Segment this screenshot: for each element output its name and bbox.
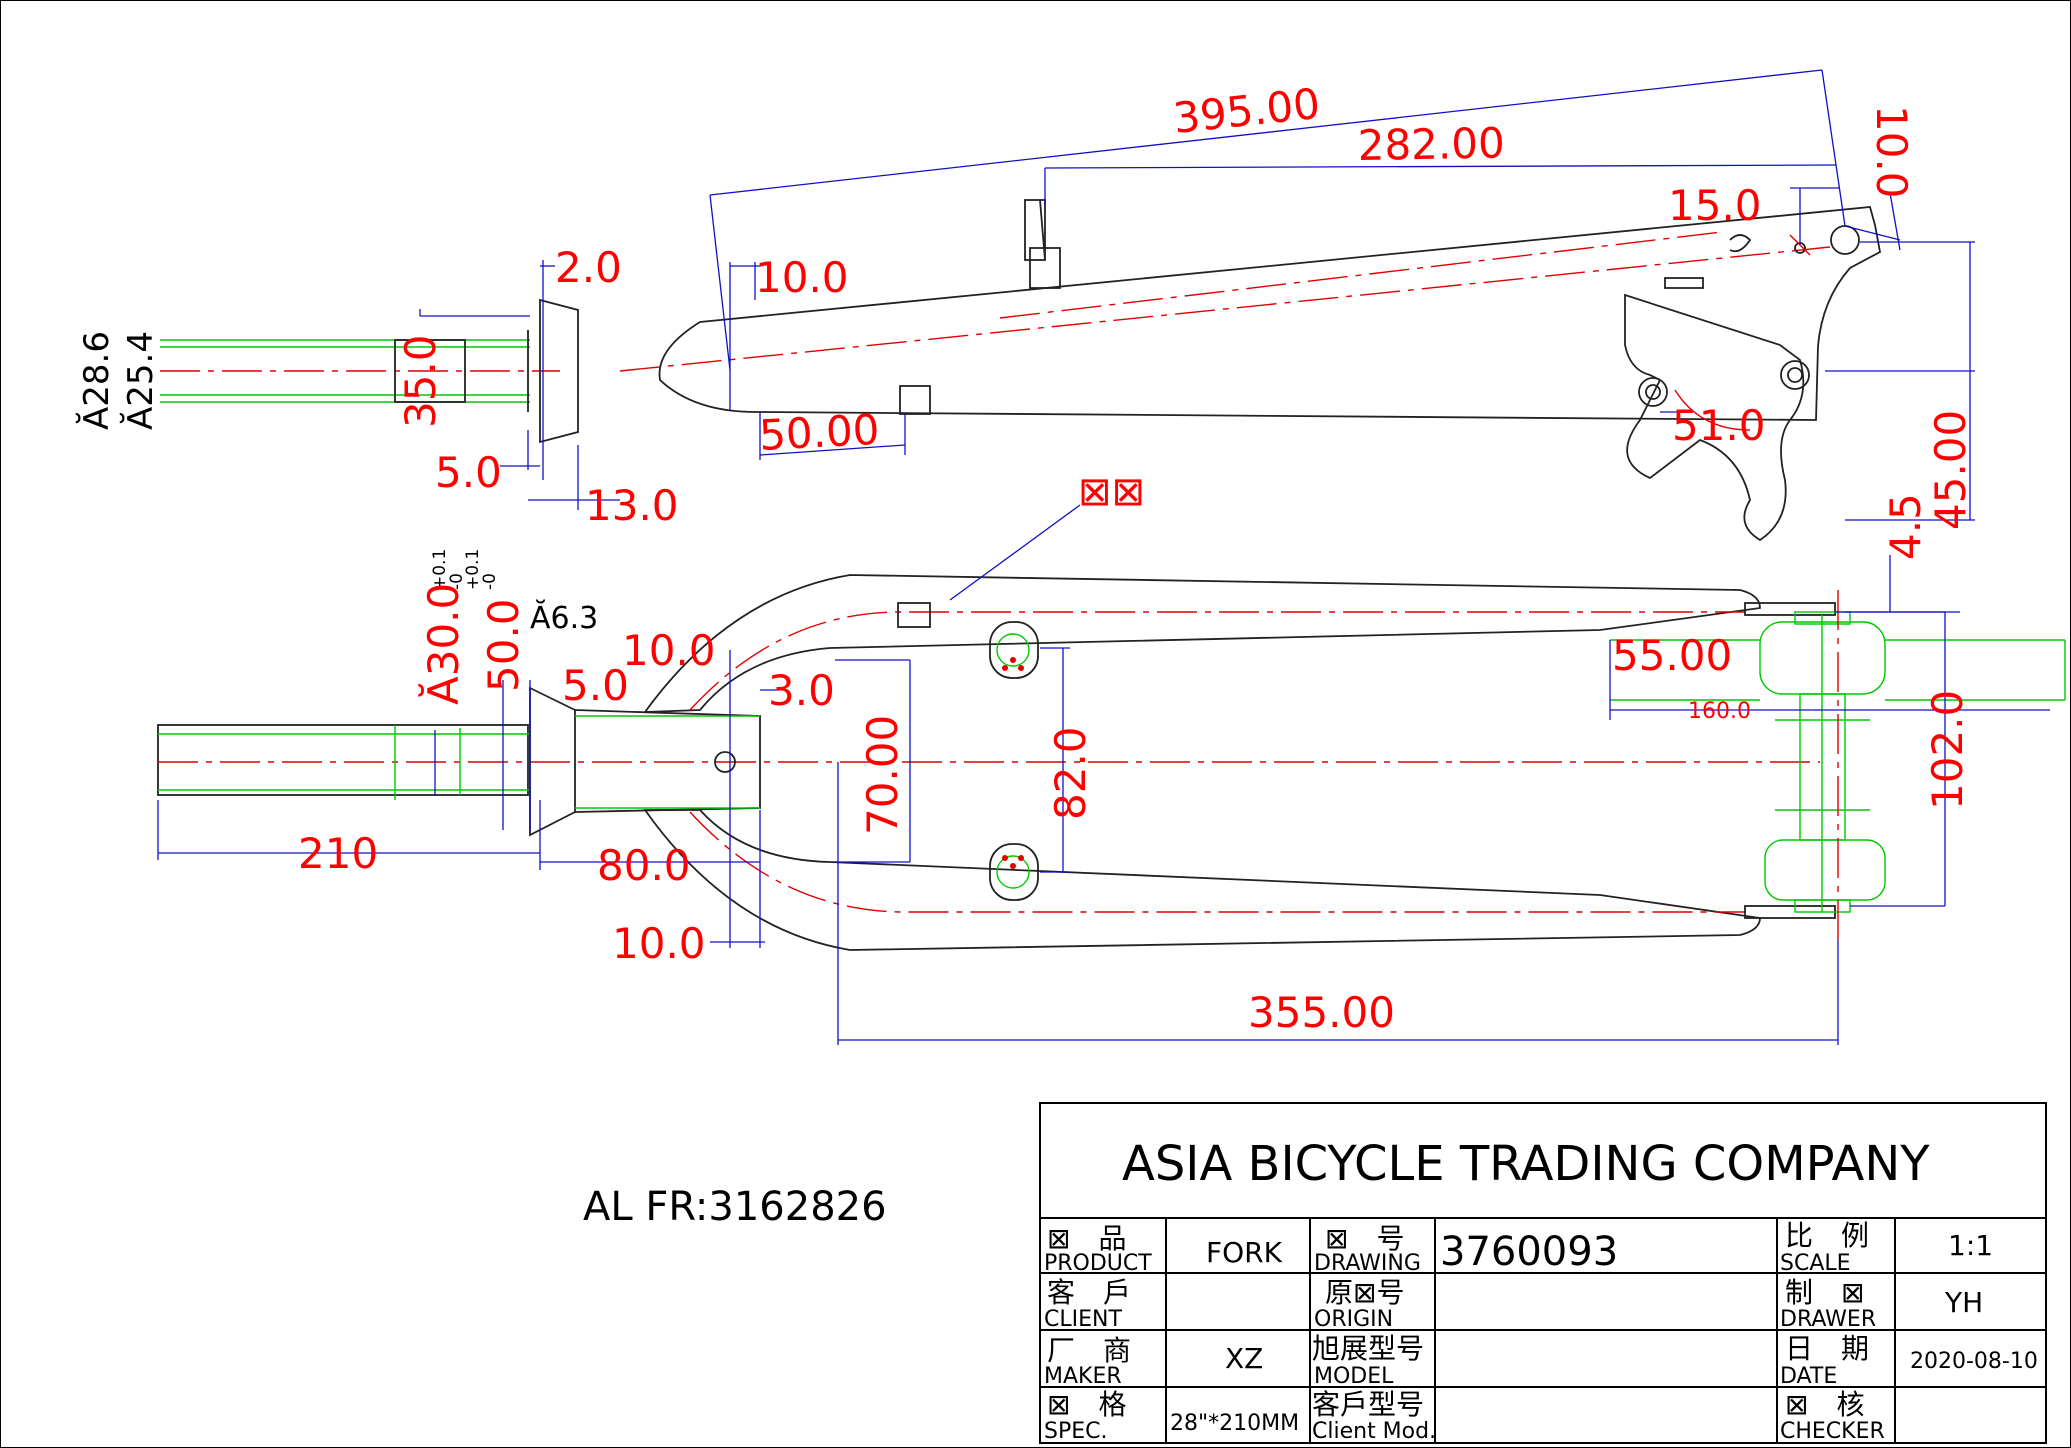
- label-spec-cn: ⊠ 格: [1047, 1388, 1126, 1421]
- dim-5-b: 5.0: [562, 661, 629, 710]
- dim-15: 15.0: [1668, 181, 1762, 230]
- dim-10-c: 10.0: [612, 919, 706, 968]
- dim-10-top: 10.0: [1867, 105, 1916, 199]
- tol-c: +0.1: [463, 549, 483, 590]
- dim-2: 2.0: [555, 243, 622, 292]
- dim-50-00: 50.00: [758, 405, 881, 460]
- label-drawer-en: DRAWER: [1780, 1307, 1876, 1332]
- dia-6-3: Ă6.3: [530, 599, 598, 636]
- label-maker-cn: 厂 商: [1047, 1334, 1131, 1367]
- label-date-cn: 日 期: [1785, 1332, 1869, 1365]
- dim-55: 55.00: [1612, 631, 1732, 680]
- dim-50-0: 50.0: [479, 598, 528, 692]
- label-drawing-en: DRAWING: [1314, 1251, 1421, 1276]
- label-client-cn: 客 戶: [1047, 1276, 1131, 1309]
- label-maker-en: MAKER: [1044, 1364, 1122, 1389]
- weld-symbol: ⊠⊠: [1078, 469, 1145, 515]
- label-scale-en: SCALE: [1780, 1251, 1851, 1276]
- dimension-labels: 395.00 282.00 10.0 15.0 2.0 10.0 Ă28.6 Ă…: [76, 79, 1975, 1037]
- brake-boss-upper: [989, 621, 1039, 679]
- label-checker-en: CHECKER: [1780, 1419, 1885, 1444]
- label-product-cn: ⊠ 品: [1047, 1222, 1126, 1255]
- dia-25-4: Ă25.4: [120, 331, 161, 430]
- dim-80: 80.0: [597, 841, 691, 890]
- company-name: ASIA BICYCLE TRADING COMPANY: [1122, 1136, 1930, 1192]
- title-block: ASIA BICYCLE TRADING COMPANY ⊠ 品 PRODUCT…: [1039, 1102, 2047, 1444]
- label-model-en: MODEL: [1314, 1364, 1394, 1389]
- dim-160: 160.0: [1688, 699, 1751, 724]
- dim-102: 102.0: [1923, 690, 1972, 810]
- dim-210: 210: [298, 829, 378, 878]
- dia-30: Ă30.0: [417, 583, 468, 705]
- value-maker: XZ: [1225, 1342, 1263, 1375]
- value-drawer: YH: [1944, 1286, 1983, 1319]
- value-spec: 28"*210MM: [1170, 1411, 1299, 1436]
- part-note: AL FR:3162826: [583, 1184, 887, 1230]
- dim-51: 51.0: [1672, 401, 1766, 450]
- dim-282: 282.00: [1357, 118, 1505, 170]
- dim-45: 45.00: [1926, 410, 1975, 530]
- label-client-mod-cn: 客戶型号: [1312, 1388, 1424, 1421]
- label-product-en: PRODUCT: [1044, 1251, 1152, 1276]
- value-product: FORK: [1206, 1236, 1283, 1269]
- label-drawer-cn: 制 ⊠: [1785, 1276, 1864, 1309]
- side-view: [160, 69, 1975, 542]
- label-checker-cn: ⊠ 核: [1785, 1388, 1864, 1421]
- top-view: [157, 504, 2066, 1045]
- dim-3: 3.0: [768, 666, 835, 715]
- label-client-en: CLIENT: [1044, 1307, 1122, 1332]
- label-drawing-cn: ⊠ 号: [1325, 1222, 1404, 1255]
- dim-4-5: 4.5: [1881, 493, 1930, 560]
- tol-a: +0.1: [430, 549, 450, 590]
- label-spec-en: SPEC.: [1044, 1419, 1108, 1444]
- label-origin-cn: 原⊠号: [1325, 1276, 1404, 1309]
- label-client-mod-en: Client Mod.: [1312, 1419, 1436, 1444]
- dim-10-a: 10.0: [755, 253, 849, 302]
- dim-35: 35.0: [396, 334, 445, 428]
- label-date-en: DATE: [1780, 1364, 1837, 1389]
- dim-10-b: 10.0: [622, 626, 716, 675]
- label-model-cn: 旭展型号: [1312, 1332, 1424, 1365]
- label-scale-cn: 比 例: [1785, 1219, 1869, 1252]
- label-origin-en: ORIGIN: [1314, 1307, 1393, 1332]
- dia-28-6: Ă28.6: [76, 331, 117, 430]
- dim-5-a: 5.0: [435, 448, 502, 497]
- tol-d: -0: [480, 573, 500, 590]
- dim-395: 395.00: [1171, 79, 1322, 143]
- dim-70: 70.00: [858, 715, 907, 835]
- hub: [1610, 611, 2066, 913]
- value-drawing: 3760093: [1440, 1229, 1618, 1275]
- dim-13: 13.0: [585, 481, 679, 530]
- value-scale: 1:1: [1948, 1229, 1993, 1262]
- dim-82: 82.0: [1046, 726, 1095, 820]
- brake-boss-lower: [989, 843, 1039, 901]
- tol-b: -0: [447, 573, 467, 590]
- value-date: 2020-08-10: [1910, 1349, 2038, 1374]
- dim-355: 355.00: [1248, 988, 1395, 1037]
